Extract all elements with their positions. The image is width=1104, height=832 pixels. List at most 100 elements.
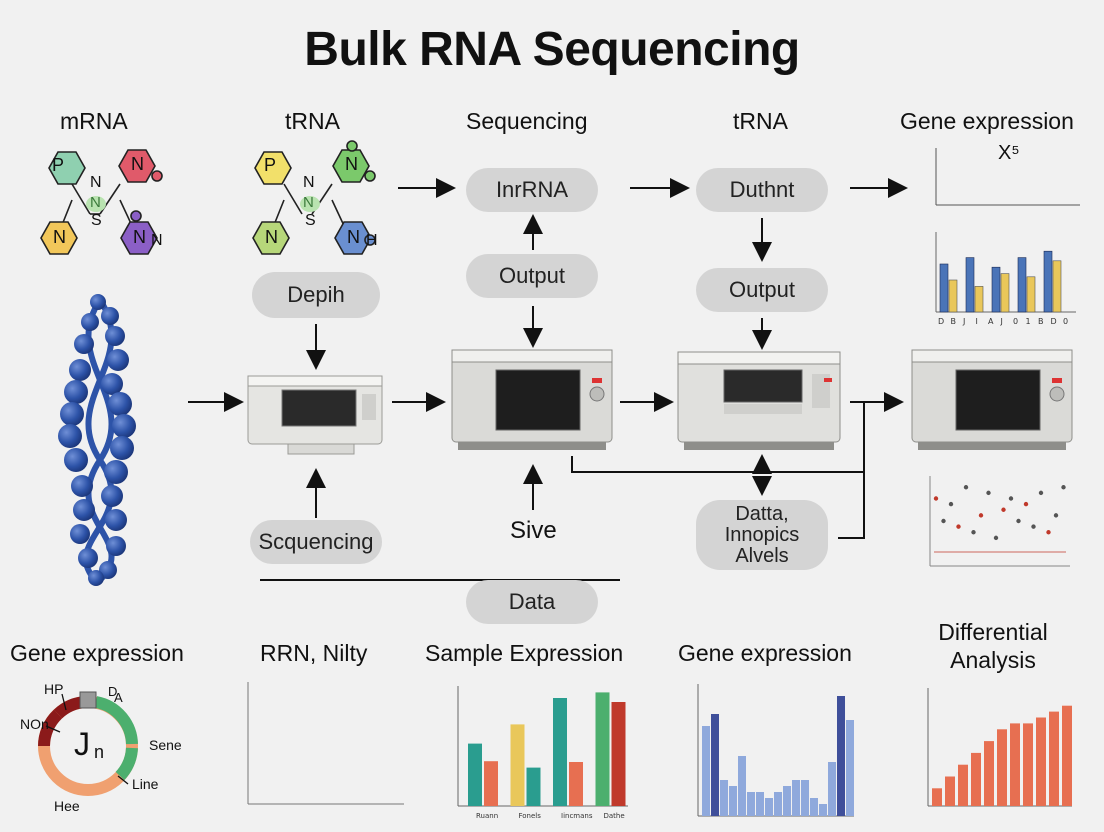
donut-label-non: NOn (20, 716, 49, 732)
bar (765, 798, 773, 816)
bar (711, 714, 719, 816)
point (1031, 524, 1036, 529)
label-gene-expression-top: Gene expression (900, 108, 1074, 134)
point (1023, 501, 1029, 507)
pill-data: Data (466, 580, 598, 624)
mol-right-n3: N (347, 227, 360, 247)
bar (526, 767, 541, 806)
bar (1023, 723, 1033, 806)
bar (783, 786, 791, 816)
label-sive: Sive (510, 517, 557, 544)
mol-right-n2: N (265, 227, 278, 247)
label-trna-left: tRNA (285, 108, 340, 134)
tick-label: B (951, 317, 957, 326)
mol-right-n5: N (303, 194, 314, 211)
point (948, 501, 954, 507)
mol-left-s: S (91, 212, 102, 229)
donut-label-line: Line (132, 776, 159, 792)
bar (819, 804, 827, 816)
mol-left-n1: N (131, 154, 144, 174)
mol-left-n6: N (151, 232, 163, 249)
sequencer-1 (247, 375, 383, 455)
donut-label-a: A (114, 690, 123, 705)
tick-label: Fonels (519, 812, 542, 820)
tick-label: B (1038, 317, 1044, 326)
bar (801, 780, 809, 816)
donut-label-d: D (108, 684, 118, 699)
tick-label: J (962, 317, 965, 326)
label-trna-right: tRNA (733, 108, 788, 134)
bar (702, 726, 710, 816)
donut-label-hee: Hee (54, 798, 80, 814)
bar (1049, 711, 1059, 806)
point (1061, 485, 1066, 490)
bar (1010, 723, 1020, 806)
mol-left-n3: N (133, 227, 146, 247)
tick-label: D (938, 317, 944, 326)
bar (984, 741, 994, 806)
bar (792, 780, 800, 816)
mol-right-n1: N (345, 154, 358, 174)
label-sample-expression: Sample Expression (425, 640, 624, 666)
bar (720, 780, 728, 816)
sequencer-2 (451, 349, 613, 450)
bar (569, 762, 583, 806)
point (933, 496, 939, 501)
pill-duthnt: Duthnt (696, 168, 828, 212)
bar (1017, 257, 1027, 313)
label-differential-analysis: Differential Analysis (918, 618, 1068, 674)
tick-label: D (1051, 317, 1057, 326)
point (993, 535, 999, 541)
bar (948, 279, 958, 313)
bar (510, 724, 525, 806)
bar (1052, 260, 1062, 313)
bar (738, 756, 746, 816)
tick-label: I (976, 317, 978, 326)
mol-left-n4: N (90, 174, 102, 191)
tick-label: 0 (1013, 317, 1018, 326)
tick-label: Iincmans (561, 812, 593, 820)
tick-label: 0 (1063, 317, 1068, 326)
bar (971, 752, 981, 806)
bar (939, 263, 949, 313)
tick-label: Ruann (476, 812, 498, 820)
bar (1000, 273, 1010, 313)
mol-left-p: P (52, 155, 65, 175)
bar (1036, 717, 1046, 806)
label-differential-line2: Analysis (950, 647, 1036, 673)
label-sequencing: Sequencing (466, 108, 588, 134)
bar (945, 776, 955, 806)
point (963, 485, 969, 490)
bar (553, 698, 567, 806)
pill-scquencing: Scquencing (250, 520, 382, 564)
mol-right-h: H (366, 232, 378, 249)
label-gene-expression-2: Gene expression (678, 640, 852, 666)
tick-label: A (988, 317, 994, 326)
pill-depth: Depih (252, 272, 380, 318)
tick-label: 1 (1026, 317, 1031, 326)
point (941, 518, 946, 524)
bar (997, 729, 1007, 806)
pill-data-analysis-line3: Alvels (735, 544, 789, 567)
molecule-left (40, 149, 163, 255)
sequencer-4 (911, 349, 1073, 450)
pill-data-analysis-line2: Innopics (724, 523, 800, 546)
label-mrna: mRNA (60, 108, 128, 134)
bar (468, 743, 482, 806)
bar (958, 764, 968, 806)
label-gene-expression-1: Gene expression (10, 640, 184, 666)
label-differential-line1: Differential (938, 619, 1048, 645)
donut-center-sub: n (94, 742, 105, 762)
point (1046, 530, 1051, 535)
point (978, 513, 984, 518)
bar (756, 792, 764, 816)
bar (611, 702, 626, 806)
mol-left-n2: N (53, 227, 66, 247)
bar (810, 798, 818, 816)
chart-marker: X⁵ (998, 142, 1020, 164)
sequencer-3 (677, 351, 841, 450)
